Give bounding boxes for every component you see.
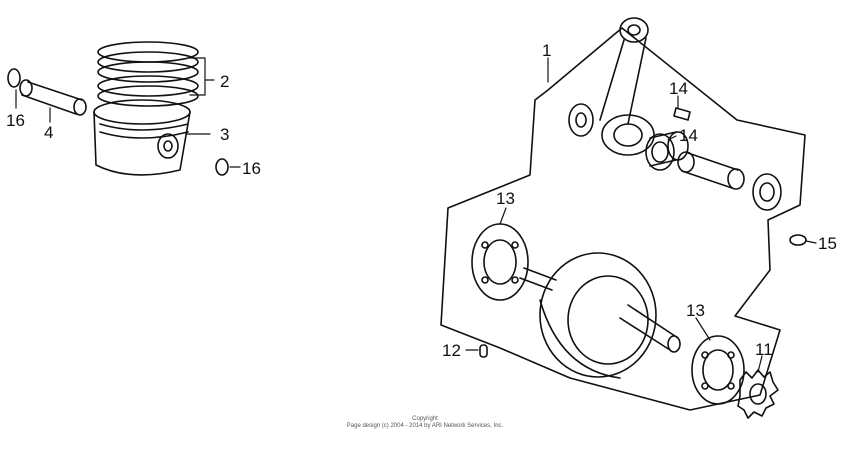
leader-lines <box>15 57 817 373</box>
callout-12: 12 <box>442 341 461 360</box>
assembly-outline <box>440 27 806 411</box>
callout-16-right: 16 <box>242 159 261 178</box>
callout-16-left: 16 <box>6 111 25 130</box>
crankshaft-bearing-right <box>691 335 745 405</box>
piston-rings <box>97 41 199 107</box>
callout-11: 11 <box>755 340 773 359</box>
crankshaft <box>519 252 681 379</box>
woodruff-key <box>673 107 691 121</box>
piston-pin-clip-left <box>7 68 21 88</box>
needle-bearing <box>645 131 689 171</box>
dowel-pin <box>479 344 488 358</box>
callout-2: 2 <box>220 72 230 91</box>
callout-14-bottom: 14 <box>679 126 698 145</box>
callout-4: 4 <box>44 123 54 142</box>
callout-1: 1 <box>542 41 552 60</box>
copyright-line-1: Copyright <box>412 416 438 422</box>
callout-14-top: 14 <box>669 79 688 98</box>
piston-pin-clip-right <box>215 158 229 176</box>
piston-pin <box>19 79 87 116</box>
connecting-rod <box>599 17 655 156</box>
timing-sprocket <box>737 369 779 419</box>
thrust-washer-left <box>568 103 594 137</box>
o-ring-15 <box>789 234 807 246</box>
piston <box>93 99 191 176</box>
copyright-notice: Copyright Page design (c) 2004 - 2014 by… <box>0 416 850 430</box>
callout-13-right: 13 <box>686 301 705 320</box>
callout-15: 15 <box>818 234 837 253</box>
callout-3: 3 <box>220 125 230 144</box>
crank-pin <box>677 151 745 190</box>
crankshaft-bearing-left <box>471 223 529 301</box>
callout-13-left: 13 <box>496 189 515 208</box>
copyright-line-2: Page design (c) 2004 - 2014 by ARI Netwo… <box>346 422 504 429</box>
thrust-washer-right <box>752 173 782 211</box>
